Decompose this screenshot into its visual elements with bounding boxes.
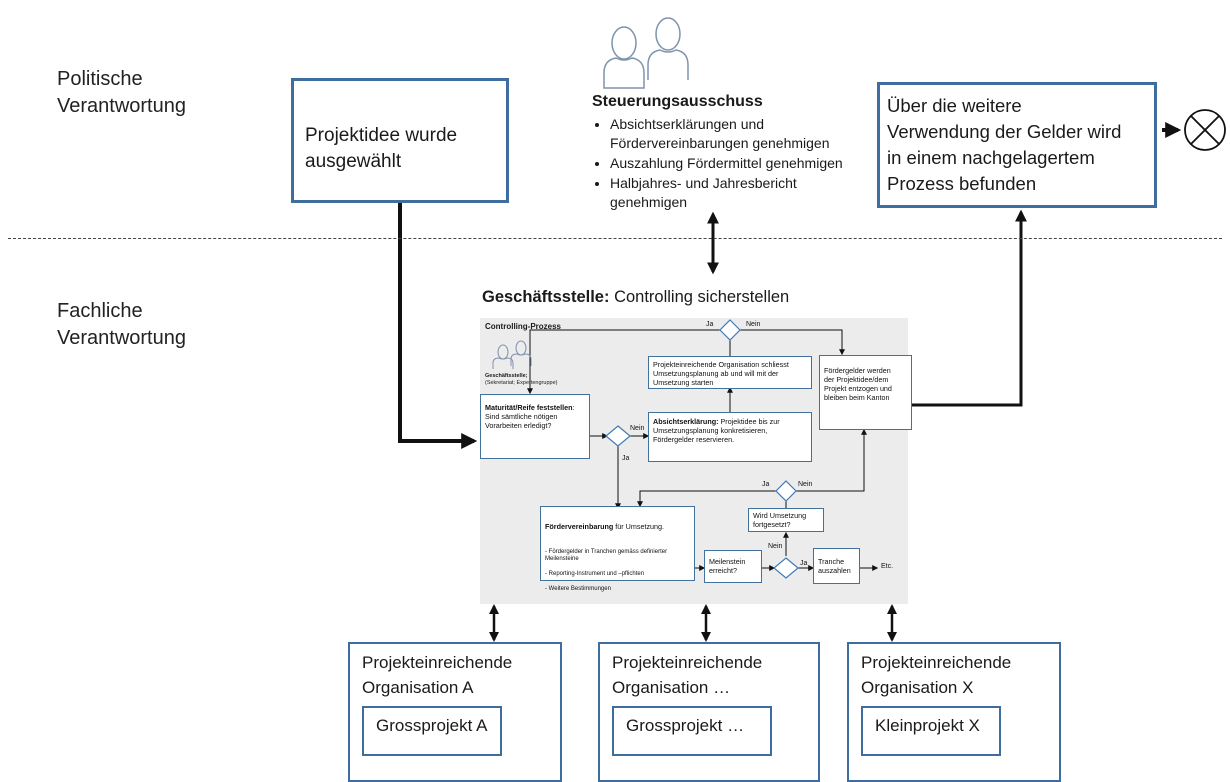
absicht-rest: Projektidee bis zur Umsetzungsplanung ko… bbox=[653, 417, 780, 444]
geschaeftsstelle-heading: Geschäftsstelle: Controlling sicherstell… bbox=[482, 286, 789, 308]
projektidee-text: Projektidee wurde ausgewählt bbox=[305, 125, 458, 172]
decision-diamond-reife bbox=[605, 425, 631, 447]
absicht-bold: Absichtserklärung: bbox=[653, 417, 719, 426]
ja-label: Ja bbox=[622, 455, 630, 462]
project-box: Kleinprojekt X bbox=[861, 706, 1001, 756]
stop-circle-icon bbox=[1184, 109, 1226, 151]
decision-diamond-fortsetzung bbox=[775, 480, 797, 502]
meilenstein-box: Meilenstein erreicht? bbox=[704, 550, 762, 583]
verwendung-text: Über die weitere Verwendung der Gelder w… bbox=[887, 95, 1122, 194]
people-icon bbox=[603, 17, 689, 89]
controlling-process-panel: Controlling-Prozess Geschäftsstelle; (Se… bbox=[480, 318, 912, 604]
verwendung-box: Über die weitere Verwendung der Gelder w… bbox=[877, 82, 1157, 208]
maturitaet-rest: : Sind sämtliche nötigen Vorarbeiten erl… bbox=[485, 403, 575, 430]
steuerung-item: Absichtserklärungen und Fördervereinbaru… bbox=[610, 115, 876, 153]
foerder-item: - Fördergelder in Tranchen gemäss defini… bbox=[545, 548, 668, 563]
organisation-title: Projekteinreichende Organisation A bbox=[362, 653, 513, 697]
steuerung-item: Auszahlung Fördermittel genehmigen bbox=[610, 154, 876, 173]
decision-diamond-umsetzung bbox=[719, 319, 741, 341]
ja-label: Ja bbox=[706, 321, 714, 328]
people-small-icon bbox=[492, 340, 532, 369]
steuerung-item: Halbjahres- und Jahresbericht genehmigen bbox=[610, 174, 876, 212]
foerder-item-text: Fördergelder in Tranchen gemäss definier… bbox=[545, 548, 668, 563]
foerder-item: - Weitere Bestimmungen bbox=[545, 586, 611, 592]
foerder-rest: für Umsetzung. bbox=[613, 522, 665, 531]
steuerungsausschuss-list: Absichtserklärungen und Fördervereinbaru… bbox=[590, 115, 876, 213]
projektidee-box: Projektidee wurde ausgewählt bbox=[291, 78, 509, 203]
umsetzungsplanung-box: Projekteinreichende Organisation schlies… bbox=[648, 356, 812, 389]
foerder-heading: Fördervereinbarung für Umsetzung. bbox=[545, 522, 690, 531]
organisation-title: Projekteinreichende Organisation … bbox=[612, 653, 763, 697]
etc-label: Etc. bbox=[881, 563, 894, 570]
arrow-projektidee-to-maturitaet bbox=[398, 203, 478, 449]
nein-label: Nein bbox=[798, 481, 813, 488]
tranche-box: Tranche auszahlen bbox=[813, 548, 860, 584]
organisation-mid-box: Projekteinreichende Organisation … Gross… bbox=[598, 642, 820, 782]
maturitaet-bold: Maturität/Reife feststellen bbox=[485, 403, 573, 412]
decision-diamond-meilenstein bbox=[773, 557, 799, 579]
foerder-item-text: Weitere Bestimmungen bbox=[548, 586, 611, 592]
process-connectors bbox=[527, 319, 879, 579]
foerder-item-text: Reporting-Instrument und –pflichten bbox=[548, 571, 645, 577]
entzogen-box: Fördergelder werden der Projektidee/dem … bbox=[819, 355, 912, 430]
nein-label: Nein bbox=[768, 543, 783, 550]
project-box: Grossprojekt … bbox=[612, 706, 772, 756]
actor-label: Geschäftsstelle; bbox=[485, 373, 528, 379]
process-title: Controlling-Prozess bbox=[485, 322, 562, 331]
label-fachliche-verantwortung: Fachliche Verantwortung bbox=[57, 300, 186, 349]
steuerungsausschuss-title: Steuerungsausschuss bbox=[592, 93, 763, 110]
actor-sub-label: (Sekretariat; Expertengruppe) bbox=[485, 380, 558, 386]
project-box: Grossprojekt A bbox=[362, 706, 502, 756]
fortgesetzt-box: Wird Umsetzung fortgesetzt? bbox=[748, 508, 824, 532]
foerder-item: - Reporting-Instrument und –pflichten bbox=[545, 571, 645, 577]
maturitaet-box: Maturität/Reife feststellen: Sind sämtli… bbox=[480, 394, 590, 459]
foerder-list: - Fördergelder in Tranchen gemäss defini… bbox=[545, 541, 690, 601]
arrow-entzogen-to-verwendung bbox=[912, 209, 1027, 407]
geschaeftsstelle-rest: Controlling sicherstellen bbox=[609, 288, 790, 306]
organisation-a-box: Projekteinreichende Organisation A Gross… bbox=[348, 642, 562, 782]
ja-label: Ja bbox=[762, 481, 770, 488]
organisation-title: Projekteinreichende Organisation X bbox=[861, 653, 1012, 697]
organisation-x-box: Projekteinreichende Organisation X Klein… bbox=[847, 642, 1061, 782]
label-politische-verantwortung: Politische Verantwortung bbox=[57, 68, 186, 117]
geschaeftsstelle-bold: Geschäftsstelle: bbox=[482, 288, 610, 306]
absichtserklaerung-box: Absichtserklärung: Projektidee bis zur U… bbox=[648, 412, 812, 462]
foerdervereinbarung-box: Fördervereinbarung für Umsetzung. - Förd… bbox=[540, 506, 695, 592]
nein-label: Nein bbox=[630, 425, 645, 432]
foerder-bold: Fördervereinbarung bbox=[545, 522, 614, 531]
separator-line bbox=[8, 238, 1222, 239]
nein-label: Nein bbox=[746, 321, 761, 328]
ja-label: Ja bbox=[800, 560, 808, 567]
